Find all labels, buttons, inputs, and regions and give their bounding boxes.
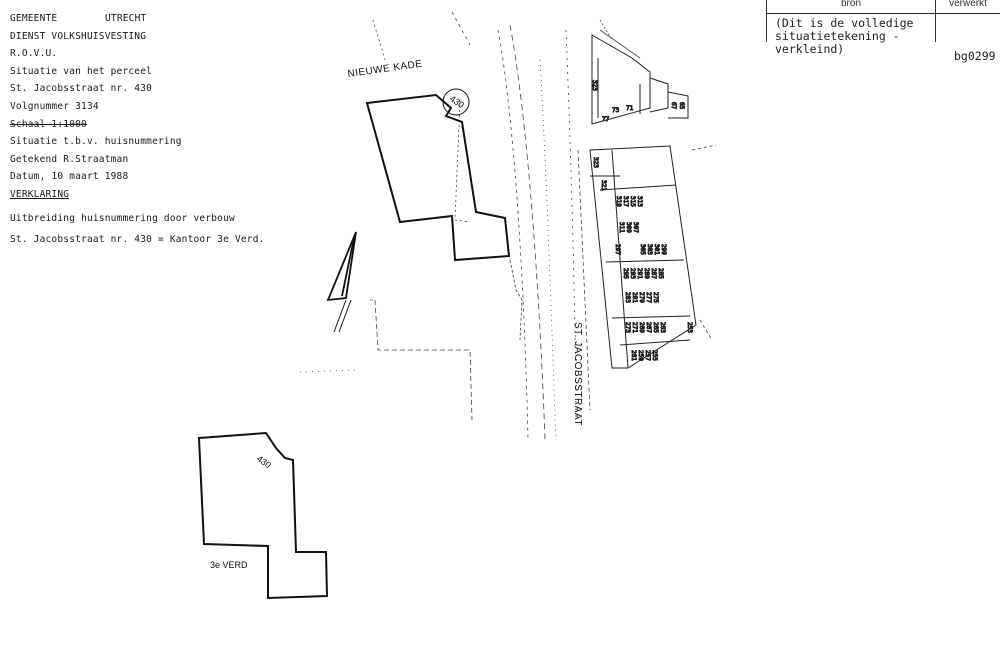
house-number-label: 313	[636, 196, 643, 207]
right-building-block: 323 321 319 317 315 313 311 309 307 305 …	[589, 145, 697, 369]
house-number-label: 309	[625, 222, 632, 233]
stamp-col-processed: verwerkt	[949, 0, 987, 9]
house-number-label: 257	[644, 350, 651, 361]
plot-lines	[299, 11, 717, 441]
house-number-label: 291	[636, 268, 643, 279]
house-number-label: 283	[624, 292, 631, 303]
house-number-label: 253	[686, 322, 693, 333]
house-number-label: 281	[631, 292, 638, 303]
inset-parcel-number-label: 430	[255, 453, 273, 470]
house-number-label: 73	[612, 107, 620, 114]
stamp-note-line-2: situatietekening -	[775, 29, 900, 43]
house-number-label: 315	[629, 196, 636, 207]
house-number-label: 295	[622, 268, 629, 279]
purpose-label: Situatie t.b.v. huisnummering	[10, 136, 182, 148]
house-number-label: 293	[629, 268, 636, 279]
house-number-label: 275	[652, 292, 659, 303]
house-number-label: 67	[670, 102, 677, 110]
street-label-nieuwe-kade: NIEUWE KADE	[347, 59, 423, 80]
street-label-st-jacobsstraat: ST. JACOBSSTRAAT	[572, 322, 583, 426]
department-label: DIENST VOLKSHUISVESTING	[10, 30, 147, 42]
house-number-label: 321	[600, 180, 607, 191]
date-label: Datum, 10 maart 1988	[10, 171, 129, 183]
stamp-note: (Dit is de volledige situatietekening - …	[775, 17, 935, 56]
stamp-note-line-1: (Dit is de volledige	[775, 16, 914, 30]
house-number-label: 255	[651, 350, 658, 361]
header-block: GEMEENTE UTRECHT DIENST VOLKSHUISVESTING…	[10, 10, 340, 249]
declaration-heading: VERKLARING	[10, 188, 70, 200]
stamp-divider	[935, 0, 936, 42]
inset-floor-label: 3e VERD	[210, 560, 248, 570]
parcel-430: 430	[365, 88, 511, 262]
house-number-label: 317	[622, 196, 629, 207]
house-number-label: 273	[624, 322, 631, 333]
house-number-label: 303	[646, 244, 653, 255]
house-number-label: 271	[631, 322, 638, 333]
top-right-block: 323 73 71 77 67 65	[591, 34, 689, 125]
north-arrow	[326, 231, 357, 333]
house-number-label: 263	[659, 322, 666, 333]
house-number-label: 77	[602, 116, 610, 123]
house-number-label: 65	[678, 102, 685, 110]
house-number-label: 277	[645, 292, 652, 303]
house-number-label: 265	[652, 322, 659, 333]
municipality-label: GEMEENTE	[10, 13, 58, 24]
house-number-label: 305	[639, 244, 646, 255]
document-code: bg0299	[954, 49, 996, 63]
subject-label: Situatie van het perceel	[10, 65, 153, 77]
declaration-text: Uitbreiding huisnummering door verbouw	[10, 212, 235, 224]
house-number-label: 323	[592, 157, 599, 168]
org-line-1: GEMEENTE UTRECHT	[10, 10, 340, 28]
drawn-by-label: Getekend R.Straatman	[10, 153, 129, 165]
house-number-label: 297	[614, 244, 621, 255]
house-number-label: 299	[660, 244, 667, 255]
house-number-label: 71	[626, 105, 634, 112]
stamp-box: bron verwerkt (Dit is de volledige situa…	[766, 0, 1000, 56]
house-number-label: 301	[653, 244, 660, 255]
scale-label: Schaal 1:1000	[10, 118, 87, 130]
house-number-label: 261	[630, 350, 637, 361]
city-label: UTRECHT	[105, 13, 147, 24]
house-number-label: 259	[637, 350, 644, 361]
address-label: St. Jacobsstraat nr. 430	[10, 83, 153, 95]
inset-floor-plan: 430 3e VERD	[197, 431, 329, 600]
stamp-note-line-3: verkleind)	[775, 42, 845, 56]
house-number-label: 287	[650, 268, 657, 279]
house-number-label: 267	[645, 322, 652, 333]
house-number-label: 279	[638, 292, 645, 303]
house-number-label: 269	[638, 322, 645, 333]
house-number-label: 323	[591, 80, 598, 91]
stamp-header: bron verwerkt	[767, 0, 1000, 14]
house-number-label: 319	[615, 196, 622, 207]
house-number-label: 289	[643, 268, 650, 279]
house-number-label: 307	[632, 222, 639, 233]
house-number-label: 285	[657, 268, 664, 279]
assignment-text: St. Jacobsstraat nr. 430 = Kantoor 3e Ve…	[10, 234, 265, 246]
sequence-label: Volgnummer 3134	[10, 100, 99, 112]
division-label: R.O.V.U.	[10, 48, 58, 60]
house-number-label: 311	[618, 222, 625, 233]
stamp-col-source: bron	[840, 0, 861, 9]
